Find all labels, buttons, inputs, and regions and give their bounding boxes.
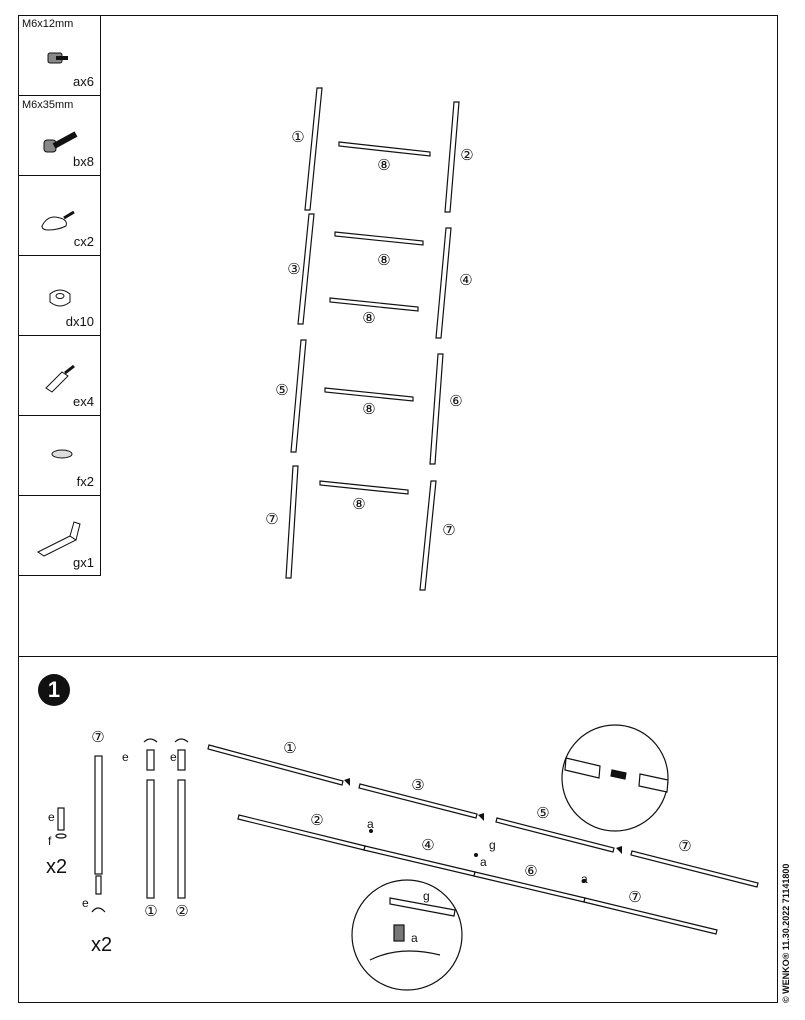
allen-key-icon — [37, 521, 81, 557]
pole-3 — [297, 213, 315, 325]
components-overview: ① ⑧ ② ③ ⑧ ④ ⑧ ⑤ ⑧ ⑥ ⑦ ⑧ ⑦ — [265, 87, 474, 591]
step-label-1-vertical: ① — [144, 904, 157, 920]
beam-1 — [207, 744, 344, 786]
pole-6 — [429, 353, 444, 465]
step-label-3: ③ — [411, 778, 424, 794]
rung-4 — [324, 387, 414, 402]
foot-connector-icon — [45, 364, 75, 393]
label-e-bottom: e — [82, 896, 89, 910]
detail-circle-connector — [561, 724, 669, 832]
beam-4 — [363, 845, 476, 877]
label-a-1: a — [367, 817, 374, 831]
label-8d: ⑧ — [362, 402, 375, 418]
step-label-7-vertical: ⑦ — [91, 730, 104, 746]
page-frame — [18, 15, 778, 1003]
part-b-spec: M6x35mm — [22, 99, 74, 111]
label-e-left: e — [48, 810, 55, 824]
label-a-3: a — [581, 872, 588, 886]
pole-2 — [444, 101, 460, 213]
label-a-detail: a — [411, 931, 418, 945]
connector-e-2 — [177, 749, 186, 771]
part-g-qty: gx1 — [73, 555, 94, 570]
label-1: ① — [291, 130, 304, 146]
step-number-badge: 1 — [38, 674, 70, 706]
pole-2-vertical — [177, 779, 186, 899]
step-label-2: ② — [310, 813, 323, 829]
rung-2 — [334, 231, 424, 246]
pole-1 — [304, 87, 323, 211]
label-e-pole-2: e — [170, 750, 177, 764]
label-7b: ⑦ — [442, 523, 455, 539]
part-d: dx10 — [18, 256, 100, 336]
beam-3 — [358, 783, 478, 819]
step-label-7b: ⑦ — [628, 890, 641, 906]
pole-4 — [435, 227, 452, 339]
beam-5 — [495, 817, 615, 853]
label-3: ③ — [287, 262, 300, 278]
label-8e: ⑧ — [352, 497, 365, 513]
part-b-qty: bx8 — [73, 154, 94, 169]
footer-copyright: © WENKO® 11.30.2022 71141800 — [781, 863, 791, 1003]
pole-7-vertical — [94, 755, 103, 875]
pad-icon — [51, 449, 73, 459]
pad-f-part — [55, 833, 67, 839]
washer-bottom — [91, 907, 106, 913]
section-divider — [18, 656, 778, 657]
rung-5 — [319, 480, 409, 495]
step-label-7a: ⑦ — [678, 839, 691, 855]
step-label-6: ⑥ — [524, 864, 537, 880]
label-4: ④ — [459, 273, 472, 289]
label-f-left: f — [48, 834, 52, 848]
label-8c: ⑧ — [362, 311, 375, 327]
part-d-qty: dx10 — [65, 314, 94, 329]
label-6: ⑥ — [449, 394, 462, 410]
pole-7b — [419, 480, 437, 591]
rung-3 — [329, 297, 419, 312]
rung-1 — [338, 141, 431, 157]
long-bolt-icon — [43, 131, 78, 153]
part-g: gx1 — [18, 496, 100, 576]
part-b: M6x35mm bx8 — [18, 96, 100, 176]
label-g-1: g — [489, 838, 496, 852]
pole-5 — [290, 339, 307, 453]
pole-7a — [285, 465, 299, 579]
hook-icon — [41, 210, 75, 231]
beam-7b — [583, 897, 718, 935]
label-2: ② — [460, 148, 473, 164]
washer-cap-icon — [49, 289, 71, 307]
multiplier-x2-bottom: x2 — [91, 934, 113, 956]
part-a-spec: M6x12mm — [22, 18, 74, 30]
part-c: cx2 — [18, 176, 100, 256]
label-a-2: a — [480, 855, 487, 869]
label-8a: ⑧ — [377, 158, 390, 174]
label-e-pole-1: e — [122, 750, 129, 764]
label-5: ⑤ — [275, 383, 288, 399]
part-e: ex4 — [18, 336, 100, 416]
label-7a: ⑦ — [265, 512, 278, 528]
part-c-qty: cx2 — [73, 234, 94, 249]
label-8b: ⑧ — [377, 253, 390, 269]
label-g-detail: g — [423, 889, 430, 903]
beam-7a — [630, 850, 759, 888]
part-e-qty: ex4 — [73, 394, 94, 409]
step-label-5: ⑤ — [536, 806, 549, 822]
foot-e-part — [57, 807, 65, 831]
connector-e-bottom — [95, 875, 102, 895]
pole-1-vertical — [146, 779, 155, 899]
part-f: fx2 — [18, 416, 100, 496]
step-label-1: ① — [283, 741, 296, 757]
part-a: M6x12mm ax6 — [18, 15, 100, 96]
step-label-2-vertical: ② — [175, 904, 188, 920]
step-label-4: ④ — [421, 838, 434, 854]
detail-circle-bolt — [351, 879, 463, 991]
short-bolt-icon — [47, 52, 68, 64]
parts-list: M6x12mm ax6 M6x35mm bx8 cx2 dx10 — [18, 15, 101, 576]
connector-e-1 — [146, 749, 155, 771]
part-f-qty: fx2 — [76, 474, 94, 489]
beam-2 — [237, 814, 366, 851]
part-a-qty: ax6 — [73, 74, 94, 89]
multiplier-x2-top: x2 — [46, 856, 68, 878]
